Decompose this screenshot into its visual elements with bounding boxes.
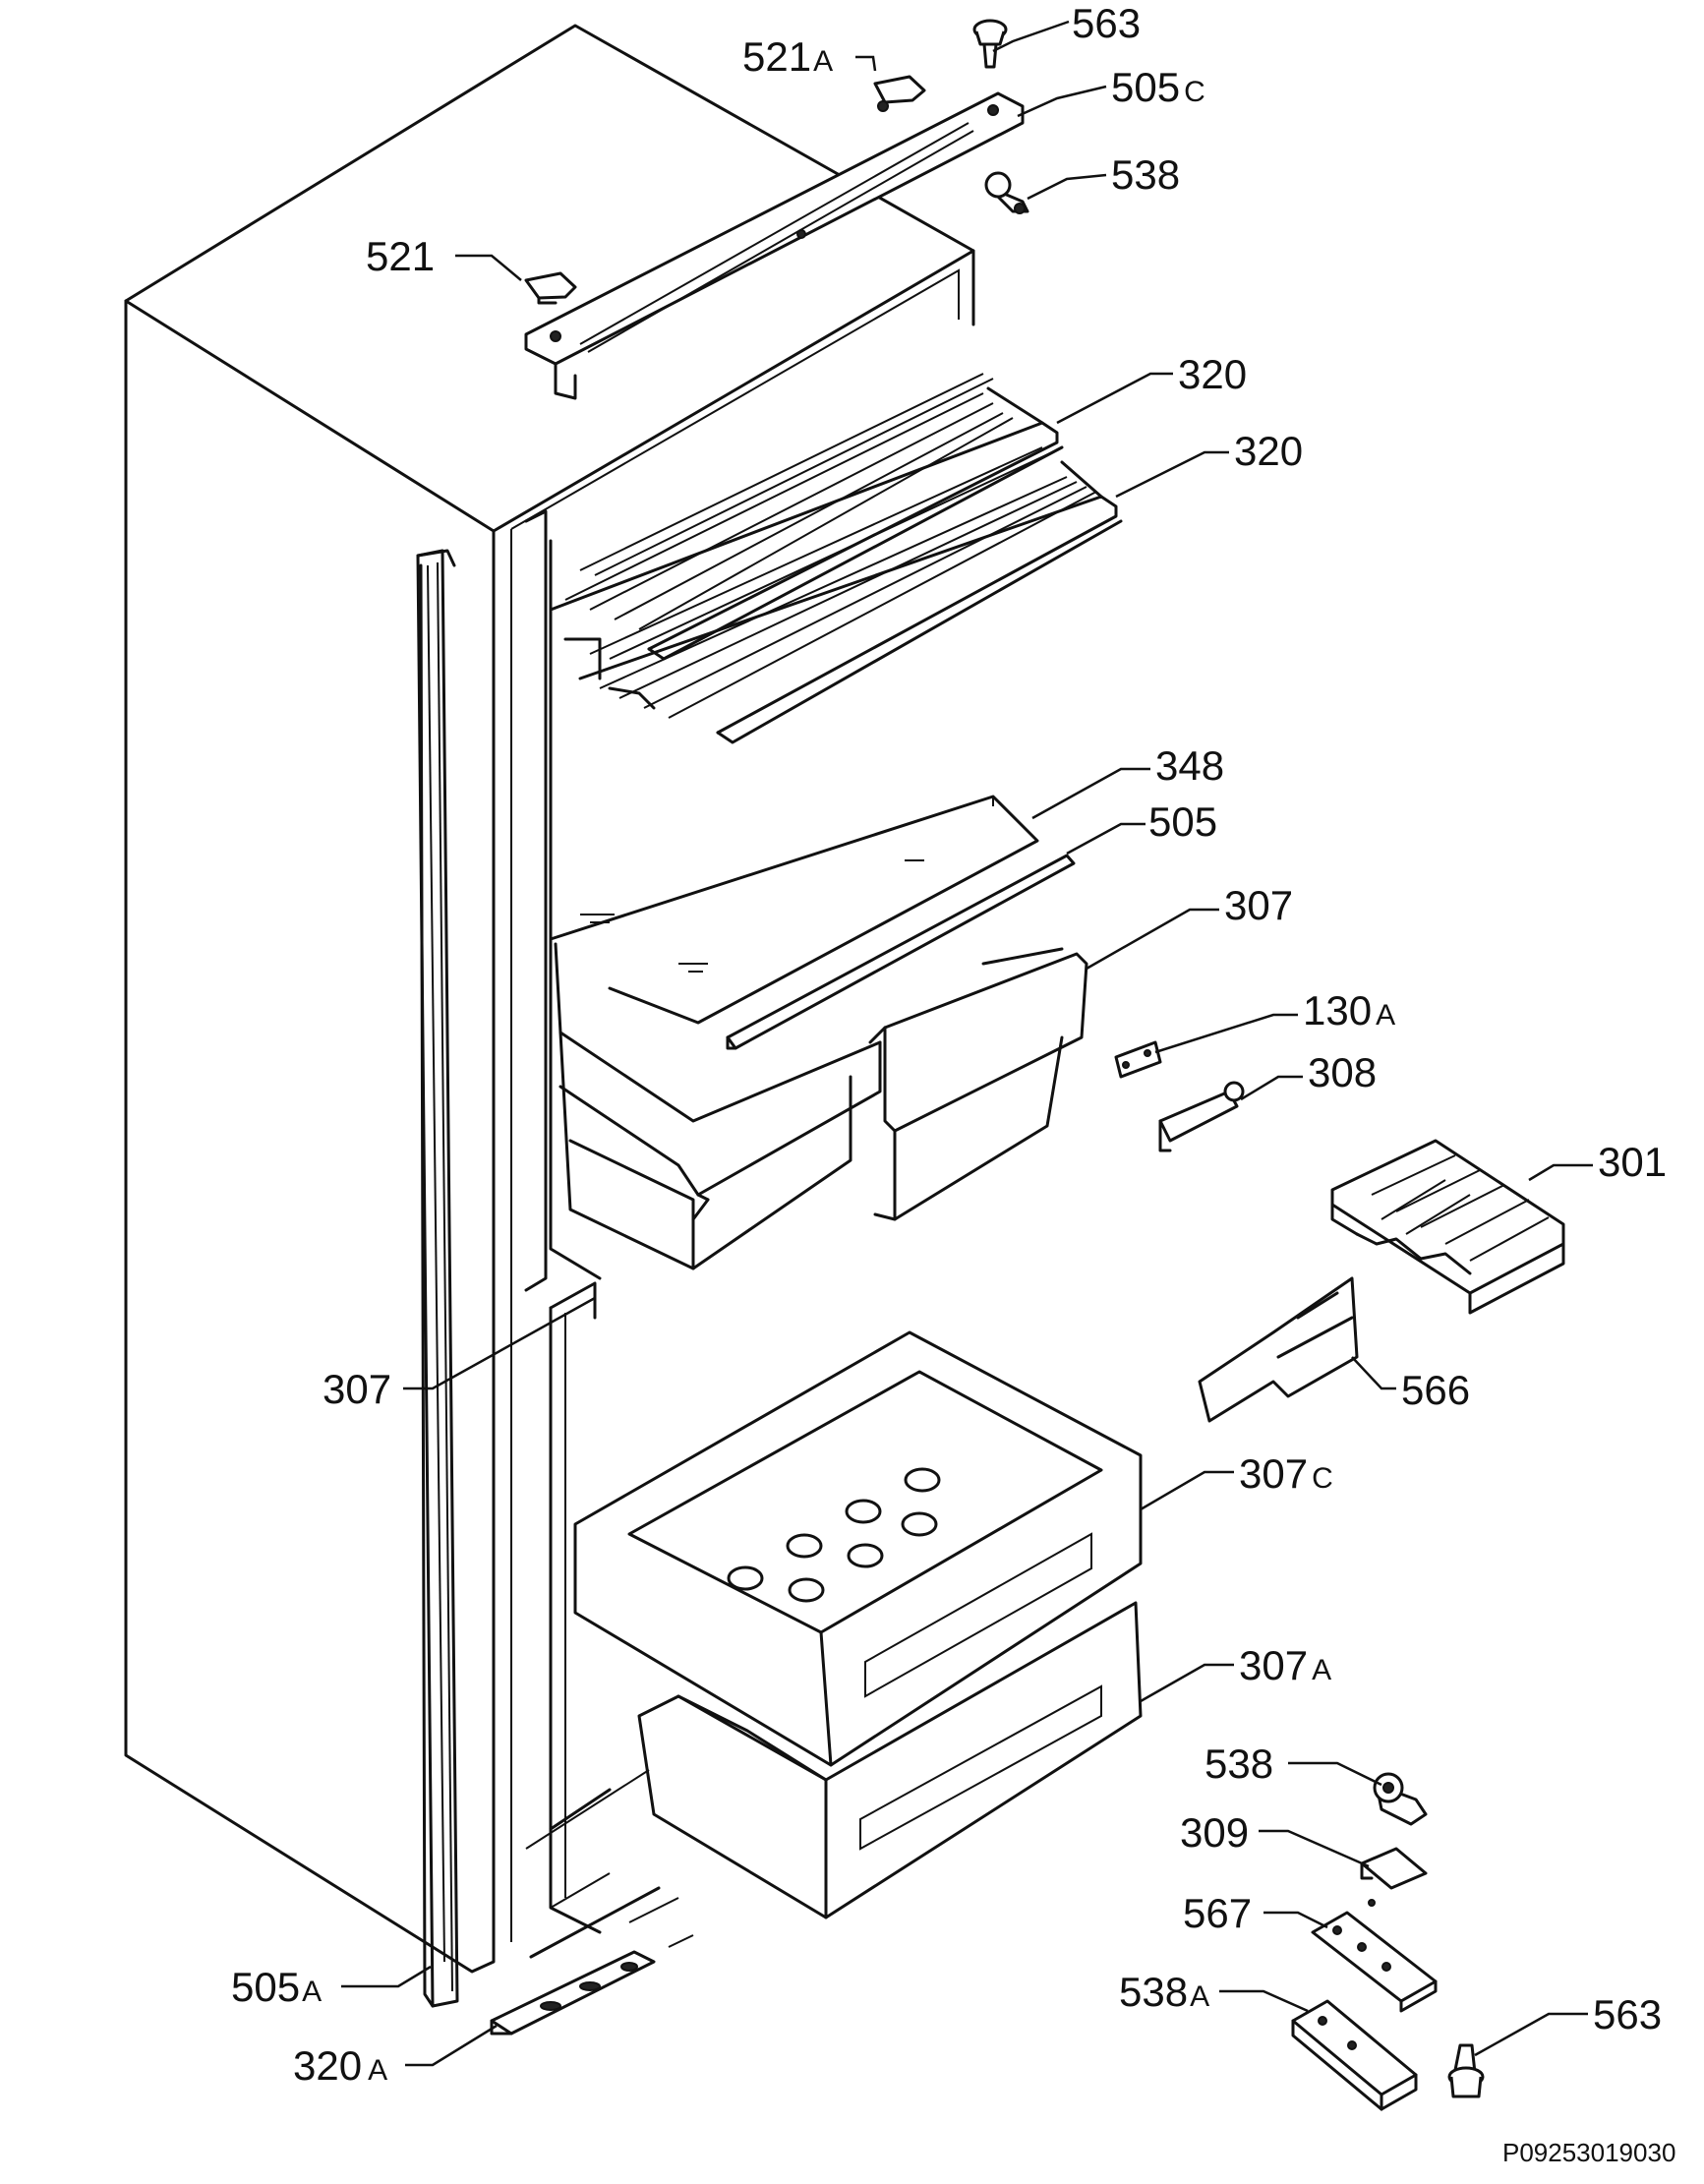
hinge-130a (1114, 1040, 1162, 1079)
label-505: 505 (1148, 798, 1217, 845)
cap-538-top (984, 171, 1029, 214)
label-563-bottom: 563 (1593, 1991, 1662, 2037)
rail-320a (490, 1950, 656, 2036)
hinge-pin-521a (873, 75, 926, 112)
drawer-307-right-upper (868, 947, 1088, 1221)
cover-309 (1360, 1847, 1428, 1907)
label-307-right: 307 (1224, 882, 1293, 928)
cap-538-bottom (1373, 1772, 1428, 1826)
label-309: 309 (1180, 1809, 1249, 1856)
label-320-lower: 320 (1234, 428, 1303, 474)
leader-lines (341, 20, 1593, 2067)
hinge-pin-521 (524, 271, 577, 305)
freezer-drawer-307c (573, 1330, 1143, 1767)
label-538a: 538A (1119, 1969, 1209, 2015)
screw-563-bottom (1447, 2043, 1485, 2098)
top-bracket-505c (524, 91, 1025, 400)
cabinet-body (124, 24, 975, 1974)
glass-shelf-348 (549, 795, 1039, 1025)
label-521: 521 (366, 233, 435, 279)
shelf-trim-505 (726, 854, 1076, 1050)
door-seal-505a (416, 549, 459, 2008)
wire-shelf-upper (549, 373, 1064, 661)
screw-563-top (972, 19, 1008, 69)
wire-shelf-lower (563, 446, 1123, 744)
label-567: 567 (1183, 1890, 1252, 1936)
ice-scoop-566 (1198, 1276, 1359, 1423)
ice-tray-301 (1330, 1139, 1565, 1315)
label-320-upper: 320 (1178, 351, 1247, 397)
label-563-top: 563 (1072, 0, 1141, 46)
label-538-bottom: 538 (1205, 1741, 1273, 1787)
label-538-top: 538 (1111, 151, 1180, 198)
label-505a: 505A (231, 1964, 322, 2010)
label-307-left: 307 (323, 1366, 391, 1412)
freezer-drawer-307a (637, 1601, 1143, 1919)
hinge-567 (1311, 1911, 1438, 2013)
label-301: 301 (1598, 1139, 1667, 1185)
drawer-307-left-upper (554, 942, 882, 1270)
label-348: 348 (1155, 742, 1224, 789)
label-521a: 521A (742, 33, 833, 80)
hinge-538a (1291, 1999, 1418, 2111)
label-566: 566 (1401, 1367, 1470, 1413)
drawing-code: P09253019030 (1502, 2138, 1675, 2167)
label-308: 308 (1308, 1049, 1377, 1095)
hinge-308 (1158, 1081, 1245, 1152)
